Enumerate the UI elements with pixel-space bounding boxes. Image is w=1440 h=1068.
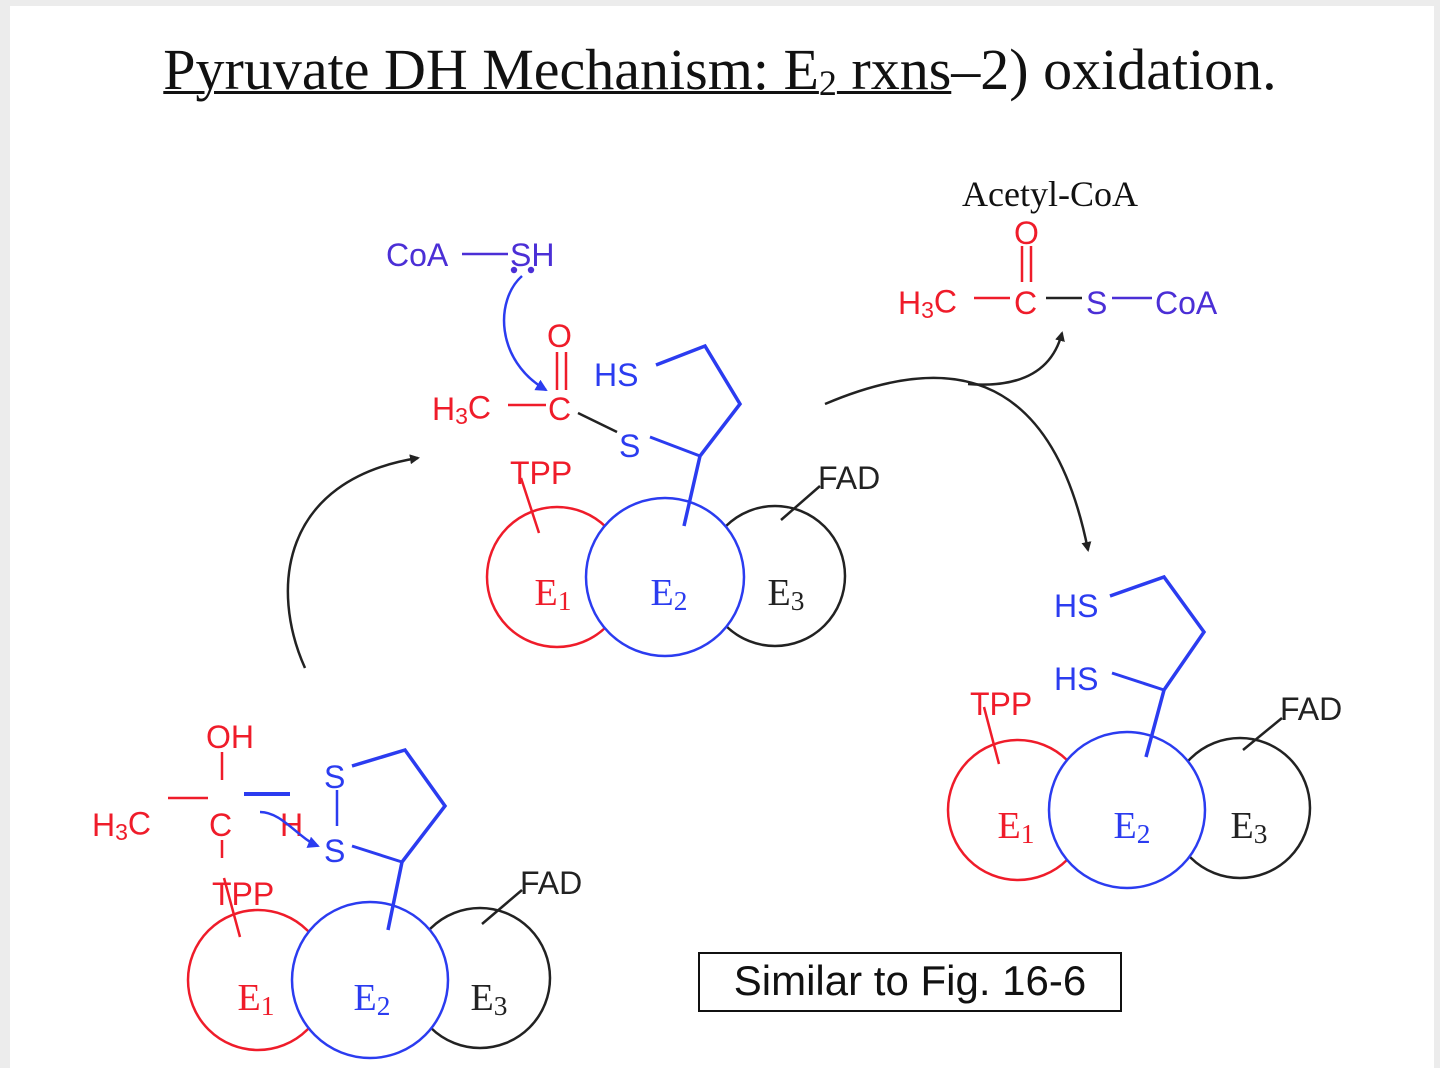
h3c-label-left: H3C bbox=[92, 805, 151, 845]
complex-center: E1 E2 E3 TPP FAD HS S H3C C O CoA SH bbox=[386, 237, 880, 658]
hs1-label-right: HS bbox=[1054, 588, 1098, 624]
e2-label-right: E2 bbox=[1114, 805, 1151, 849]
e2-label-center: E2 bbox=[651, 572, 688, 616]
complex-right: E1 E2 E3 TPP FAD HS HS bbox=[946, 574, 1342, 890]
acetyl-coa-product: Acetyl-CoA O H3C C S CoA bbox=[898, 174, 1218, 323]
hs2-label-right: HS bbox=[1054, 661, 1098, 697]
e3-label-right: E3 bbox=[1231, 805, 1268, 849]
sh-label-center: SH bbox=[510, 237, 554, 273]
tpp-label-right: TPP bbox=[970, 686, 1032, 722]
fad-label-center: FAD bbox=[818, 460, 880, 496]
s2-label-left: S bbox=[324, 833, 345, 869]
e3-label-left: E3 bbox=[471, 977, 508, 1021]
e2-circle-center bbox=[584, 496, 746, 658]
h-label-left: H bbox=[280, 807, 303, 843]
c-label-left: C bbox=[209, 807, 232, 843]
product-release-arrow bbox=[967, 331, 1065, 386]
title-tail: –2) oxidation. bbox=[951, 37, 1277, 102]
oh-label-left: OH bbox=[206, 719, 254, 755]
s1-label-left: S bbox=[324, 759, 345, 795]
hs-label-center: HS bbox=[594, 357, 638, 393]
complex-bottom-left: E1 E2 E3 TPP FAD S S OH H3C C H bbox=[92, 719, 582, 1060]
e2-circle-right bbox=[1047, 730, 1207, 890]
hydride-transfer-arrow bbox=[259, 810, 320, 848]
o-label-product: O bbox=[1014, 215, 1039, 251]
coa-label-product: CoA bbox=[1155, 285, 1218, 321]
e1-label-right: E1 bbox=[998, 805, 1035, 849]
s-label-product: S bbox=[1086, 285, 1107, 321]
e1-label-left: E1 bbox=[238, 977, 275, 1021]
tpp-label-center: TPP bbox=[510, 455, 572, 491]
e3-label-center: E3 bbox=[768, 572, 805, 616]
reaction-arrow-center-to-right bbox=[824, 376, 1092, 552]
o-label-center: O bbox=[547, 318, 572, 354]
c-label-product: C bbox=[1014, 285, 1037, 321]
e1-label-center: E1 bbox=[535, 572, 572, 616]
e2-circle-left bbox=[290, 900, 450, 1060]
fad-label-left: FAD bbox=[520, 865, 582, 901]
title-underlined: Pyruvate DH Mechanism: E2 rxns bbox=[163, 37, 952, 103]
coa-label-center: CoA bbox=[386, 237, 449, 273]
coa-attack-arrow bbox=[502, 275, 548, 392]
c-label-center: C bbox=[548, 391, 571, 427]
acetyl-coa-label: Acetyl-CoA bbox=[962, 174, 1138, 214]
h3c-label-product: H3C bbox=[898, 283, 957, 323]
slide-title: Pyruvate DH Mechanism: E2 rxns–2) oxidat… bbox=[0, 36, 1440, 104]
e2-label-left: E2 bbox=[354, 977, 391, 1021]
h3c-label-center: H3C bbox=[432, 389, 491, 429]
tpp-label-left: TPP bbox=[212, 876, 274, 912]
fad-label-right: FAD bbox=[1280, 691, 1342, 727]
figure-caption: Similar to Fig. 16-6 bbox=[698, 952, 1122, 1012]
s-label-center: S bbox=[619, 428, 640, 464]
reaction-arrow-left-to-center bbox=[286, 454, 420, 669]
